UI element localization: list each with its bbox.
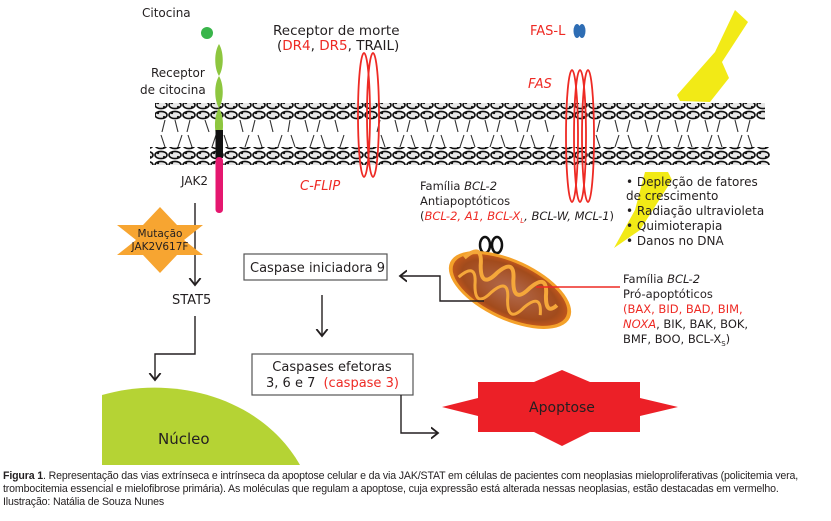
fas-ligand — [573, 24, 586, 38]
apoptosis-star — [442, 370, 678, 446]
apoptosis-pathway-diagram: Citocina Receptor de citocina JAK2 Mutaç… — [102, 6, 770, 465]
label-receptor-citocina-1: Receptor — [151, 66, 205, 80]
arrow-mitochondria-caspase9 — [400, 276, 484, 302]
label-caspases-efetoras: Caspases efetoras — [272, 360, 392, 375]
label-mutacao: Mutação — [138, 228, 183, 240]
label-fas-l: FAS-L — [530, 24, 566, 39]
cytokine-receptor — [214, 44, 224, 213]
membrane-outer-leaflet — [155, 103, 765, 120]
svg-text:Família BCL-2: Família BCL-2 — [623, 272, 700, 286]
label-receptor-morte: Receptor de morte — [273, 23, 400, 39]
label-dr4: DR4 — [282, 38, 310, 54]
membrane-inner-leaflet — [150, 147, 770, 165]
label-citocina: Citocina — [142, 6, 191, 20]
svg-text:NOXA, BIK, BAK, BOK,: NOXA, BIK, BAK, BOK, — [623, 317, 748, 331]
stimulus-item: • Depleção de fatores — [626, 175, 758, 189]
mutation-star — [117, 207, 203, 273]
fas-receptor — [565, 69, 595, 203]
lightning-stimulus-lower — [614, 172, 672, 248]
label-caspase-3: (caspase 3) — [323, 376, 398, 391]
svg-text:Pró-apoptóticos: Pró-apoptóticos — [623, 287, 713, 301]
svg-text:(BAX, BID, BAD, BIM,: (BAX, BID, BAD, BIM, — [623, 302, 743, 316]
stimulus-item: • Quimioterapia — [626, 219, 722, 233]
stimulus-item: • Danos no DNA — [626, 234, 724, 248]
svg-text:(BCL-2, A1, BCL-XL, BCL-W, MCL: (BCL-2, A1, BCL-XL, BCL-W, MCL-1) — [420, 209, 614, 225]
caption-figure-number: Figura 1 — [3, 470, 44, 482]
jak2-protein — [215, 157, 223, 213]
label-dr5: DR5 — [319, 38, 347, 54]
svg-text:Família BCL-2: Família BCL-2 — [420, 179, 497, 193]
label-fas: FAS — [528, 77, 552, 92]
label-caspases-numbers: 3, 6 e 7 (caspase 3) — [266, 376, 399, 391]
label-caspase-iniciadora: Caspase iniciadora 9 — [250, 261, 385, 276]
label-jak2v617f: JAK2V617F — [131, 241, 189, 253]
stimulus-item: de crescimento — [626, 189, 718, 203]
pro-apoptotic-label: Família BCL-2 Pró-apoptóticos (BAX, BID,… — [623, 272, 748, 348]
svg-text:BMF, BOO, BCL-XS): BMF, BOO, BCL-XS) — [623, 332, 730, 348]
svg-text:Antiapoptóticos: Antiapoptóticos — [420, 194, 510, 208]
label-nucleo: Núcleo — [158, 430, 210, 448]
caspase-effector-box — [251, 353, 414, 396]
bcl2-dimer — [478, 235, 504, 255]
label-receptor-morte-list: (DR4, DR5, TRAIL) — [277, 38, 399, 54]
receptor-transmembrane — [215, 130, 223, 158]
caption-line-2: trombocitemia essencial e mielofibrose p… — [3, 483, 779, 496]
label-receptor-citocina-2: de citocina — [140, 83, 206, 97]
caspase-initiator-box — [243, 253, 388, 281]
cell-membrane — [150, 103, 770, 165]
cytokine-ligand — [201, 27, 213, 39]
label-jak2: JAK2 — [180, 174, 208, 188]
figure-caption: Figura 1. Representação das vias extríns… — [3, 470, 829, 510]
label-apoptose: Apoptose — [529, 400, 595, 416]
caption-line-1: Figura 1. Representação das vias extríns… — [3, 470, 799, 482]
lipid-tails — [160, 119, 753, 148]
label-c-flip: C-FLIP — [300, 179, 340, 194]
caption-credit: Ilustração: Natália de Souza Nunes — [3, 496, 164, 509]
arrow-effector-apoptose — [400, 395, 438, 433]
nucleus — [102, 387, 300, 465]
lightning-stimulus-upper — [677, 10, 748, 102]
mitochondrion — [448, 249, 572, 329]
stimuli-list: • Depleção de fatores de crescimento • R… — [626, 175, 764, 248]
anti-apoptotic-label: Família BCL-2 Antiapoptóticos (BCL-2, A1… — [420, 179, 614, 225]
label-stat5: STAT5 — [172, 293, 211, 308]
stimulus-item: • Radiação ultravioleta — [626, 204, 764, 218]
arrow-stat5-nucleus — [155, 316, 196, 380]
death-receptor — [357, 52, 380, 178]
